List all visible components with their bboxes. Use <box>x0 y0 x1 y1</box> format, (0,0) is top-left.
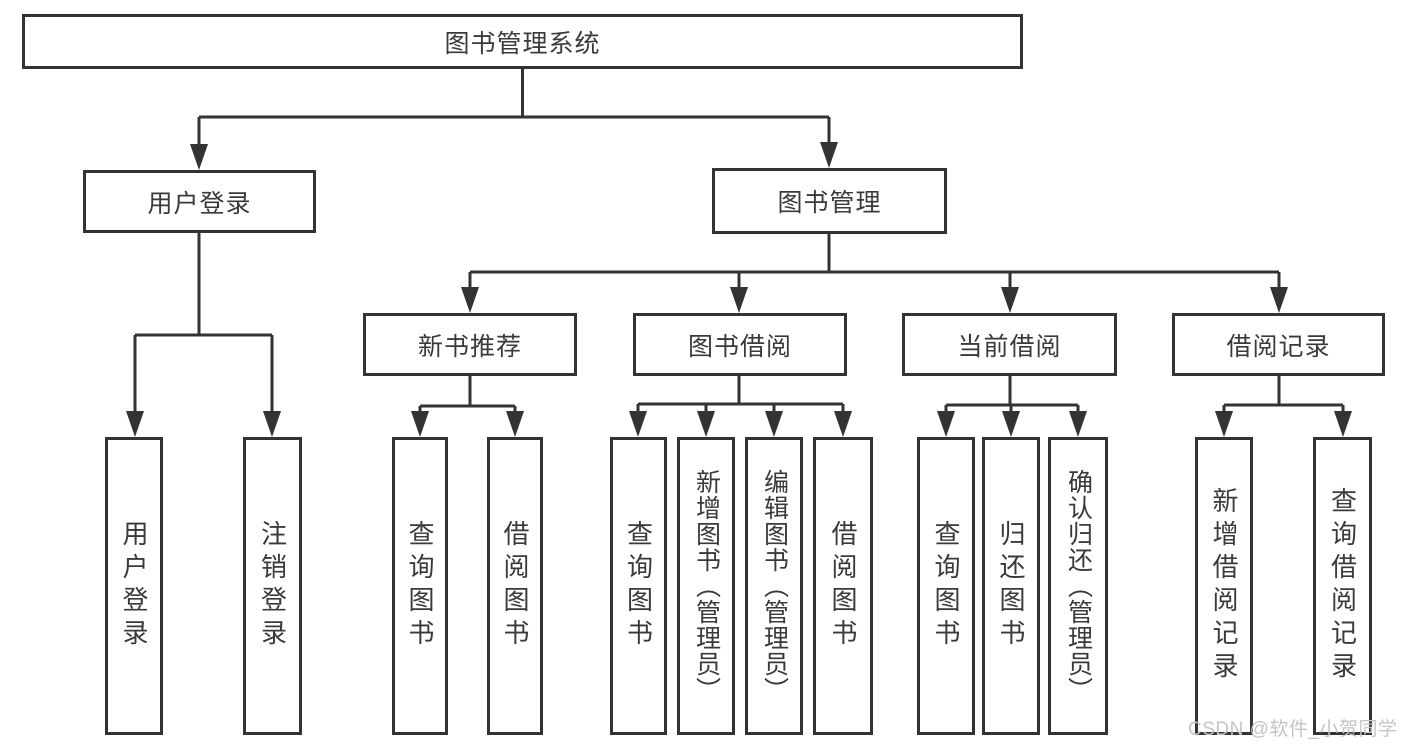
leaf-logout: 注销登录 <box>243 437 302 735</box>
node-borrowing-records: 借阅记录 <box>1172 313 1385 376</box>
node-library-system-label: 图书管理系统 <box>444 29 601 58</box>
csdn-watermark: CSDN @软件_小贺同学 <box>1188 719 1398 740</box>
node-new-book-recommendation-label: 新书推荐 <box>417 332 522 361</box>
node-book-borrowing: 图书借阅 <box>633 313 847 376</box>
leaf-borrow-books-recommend: 借阅图书 <box>487 437 543 735</box>
leaf-confirm-return-admin: 确认归还（管理员） <box>1048 437 1108 735</box>
node-current-borrowing: 当前借阅 <box>902 313 1117 376</box>
node-user-login-label: 用户登录 <box>147 189 252 218</box>
leaf-return-books: 归还图书 <box>982 437 1040 735</box>
node-current-borrowing-label: 当前借阅 <box>957 332 1062 361</box>
leaf-query-borrow-record: 查询借阅记录 <box>1313 437 1372 735</box>
node-library-system: 图书管理系统 <box>22 14 1023 69</box>
node-new-book-recommendation: 新书推荐 <box>363 313 577 376</box>
leaf-query-books-borrowing: 查询图书 <box>610 437 667 735</box>
node-book-borrowing-label: 图书借阅 <box>687 332 792 361</box>
leaf-add-book-admin: 新增图书（管理员） <box>677 437 735 735</box>
leaf-edit-book-admin: 编辑图书（管理员） <box>745 437 803 735</box>
node-user-login: 用户登录 <box>83 170 316 233</box>
node-book-management-label: 图书管理 <box>777 189 882 217</box>
node-book-management: 图书管理 <box>712 168 947 234</box>
leaf-query-books-recommend: 查询图书 <box>392 437 448 735</box>
node-borrowing-records-label: 借阅记录 <box>1226 332 1331 361</box>
leaf-add-borrow-record: 新增借阅记录 <box>1195 437 1253 735</box>
leaf-user-login: 用户登录 <box>105 437 163 735</box>
leaf-query-books-current: 查询图书 <box>917 437 975 735</box>
leaf-borrow-books-borrowing: 借阅图书 <box>813 437 873 735</box>
